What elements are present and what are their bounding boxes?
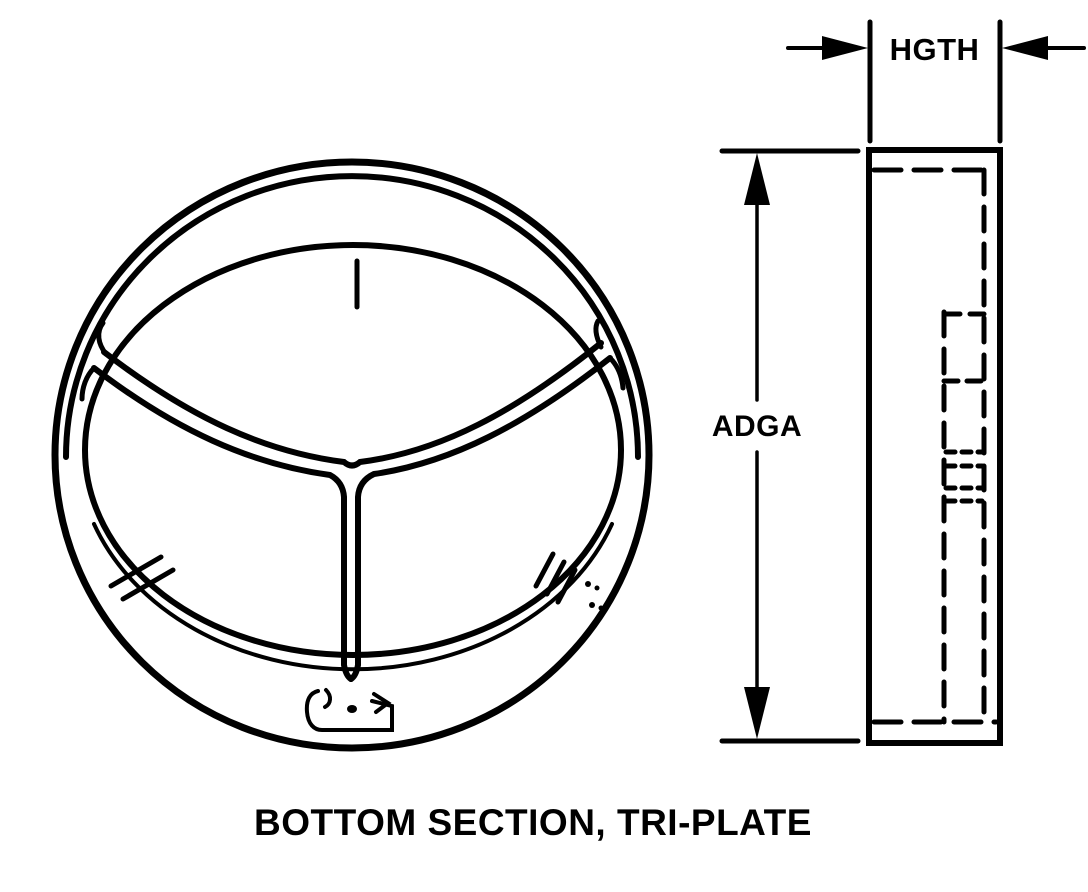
floor-edge-inner-arc	[92, 522, 614, 672]
divider-right-lower-and-stem	[348, 355, 613, 682]
speckles	[585, 581, 604, 611]
adga-arrowhead-down	[744, 687, 770, 739]
side-view-outline	[866, 147, 1003, 746]
hidden-rung-pair-1	[943, 449, 985, 469]
floor-edge	[82, 242, 624, 658]
outer-rim	[51, 158, 653, 752]
left-fork-lower-flare	[79, 365, 97, 402]
right-fork-upper-hook	[593, 318, 604, 350]
adga-arrowhead-up	[744, 153, 770, 205]
hgth-dimension-label: HGTH	[889, 32, 980, 67]
hgth-dimension	[786, 19, 1086, 144]
hidden-rung-pair-2	[943, 485, 985, 504]
right-tick-marks	[533, 551, 578, 605]
divider-upper-outline	[101, 340, 604, 469]
side-view	[866, 147, 1003, 746]
adga-dimension	[719, 148, 861, 744]
adga-dimension-label: ADGA	[711, 410, 803, 443]
hgth-arrowhead-left	[822, 36, 868, 60]
left-fork-upper-hook	[96, 320, 109, 357]
figure-caption: BOTTOM SECTION, TRI-PLATE	[254, 802, 812, 843]
hgth-arrowhead-right	[1002, 36, 1048, 60]
right-fork-lower-flare	[607, 355, 626, 391]
left-tick-marks	[108, 554, 176, 602]
tri-plate-top-view	[51, 158, 653, 752]
divider-left-lower-and-stem	[91, 365, 354, 682]
bottom-tab-detail	[304, 688, 394, 732]
